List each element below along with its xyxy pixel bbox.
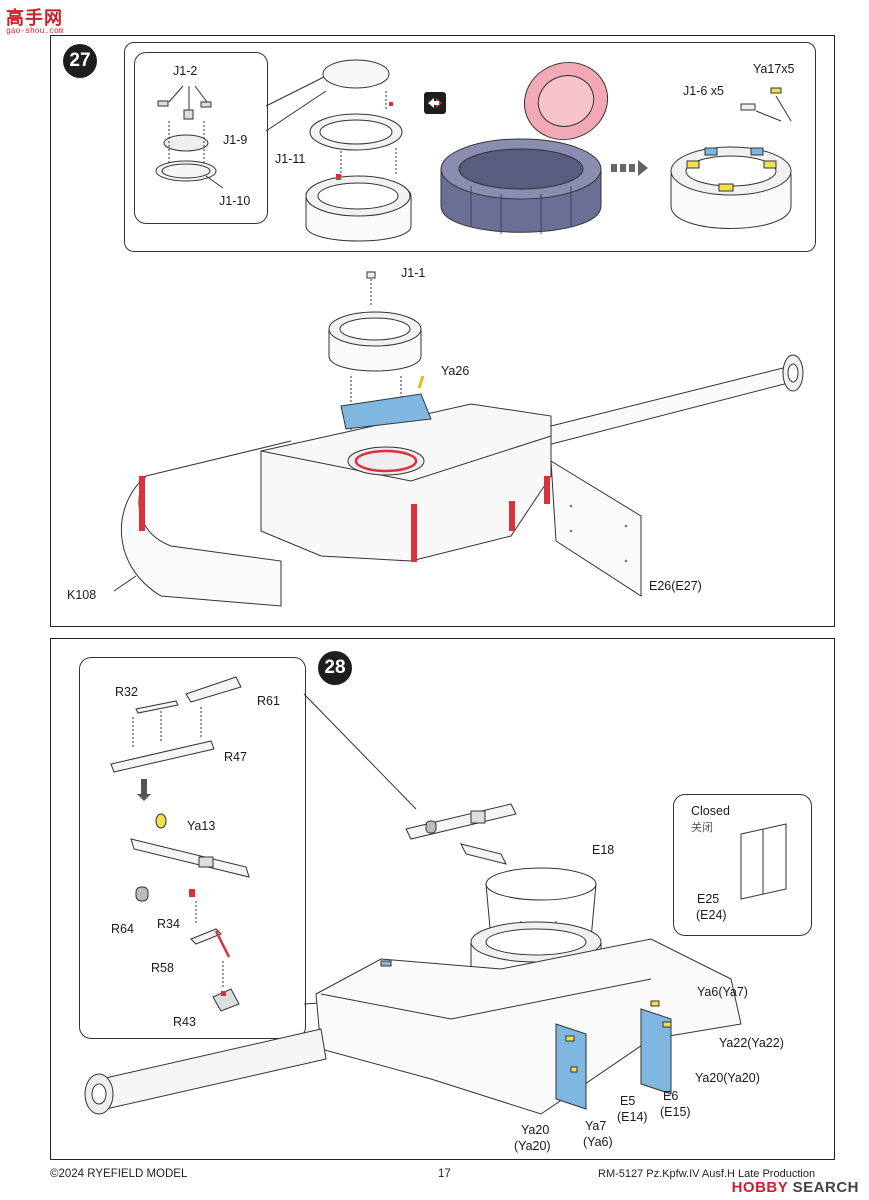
label-e14: (E14)	[617, 1110, 648, 1124]
label-r58: R58	[151, 961, 174, 975]
label-r32: R32	[115, 685, 138, 699]
label-j1-9: J1-9	[223, 133, 248, 147]
label-ya26: Ya26	[441, 364, 470, 378]
watermark-site-name: 高手网	[6, 8, 63, 28]
label-r61: R61	[257, 694, 280, 708]
step-28-panel: 28	[50, 638, 835, 1160]
label-e18: E18	[592, 843, 615, 857]
watermark-site-url: gao-shou.com	[6, 27, 64, 36]
label-ya20-left-paren: (Ya20)	[514, 1139, 551, 1153]
label-ya17x5: Ya17x5	[753, 62, 795, 76]
hobby-logo-part-1: HOBBY	[731, 1179, 788, 1196]
label-r47: R47	[224, 750, 247, 764]
label-j1-6-x5: J1-6 x5	[683, 84, 724, 98]
label-j1-11: J1-11	[275, 152, 306, 166]
label-ya20-left: Ya20	[521, 1123, 550, 1137]
swap-arrow-icon	[424, 92, 446, 114]
label-e5: E5	[620, 1094, 636, 1108]
label-closed: Closed	[691, 804, 730, 818]
watermark-logo: 高手网 gao-shou.com	[6, 4, 64, 36]
footer-product: RM-5127 Pz.Kpfw.IV Ausf.H Late Productio…	[598, 1168, 816, 1180]
step-28-badge: 28	[318, 651, 352, 685]
step-27-badge: 27	[63, 44, 97, 78]
hobby-logo-part-2: SEARCH	[792, 1179, 859, 1196]
label-e15: (E15)	[660, 1105, 691, 1119]
label-e26-e27: E26(E27)	[649, 579, 702, 593]
label-ya6-paren: (Ya6)	[583, 1135, 613, 1149]
hobby-search-logo: HOBBY SEARCH	[732, 1179, 859, 1196]
footer-copyright: ©2024 RYEFIELD MODEL	[50, 1168, 188, 1180]
step-27-drawings	[113, 59, 804, 607]
label-e25: E25	[697, 892, 720, 906]
footer-page-number: 17	[438, 1168, 451, 1180]
label-k108: K108	[67, 588, 97, 602]
step-28-drawings	[84, 676, 787, 1115]
label-ya20-ya20-right: Ya20(Ya20)	[695, 1071, 760, 1085]
label-e24: (E24)	[696, 908, 727, 922]
label-closed-cn: 关闭	[691, 822, 713, 834]
label-r34: R34	[157, 917, 180, 931]
label-ya6-ya7: Ya6(Ya7)	[697, 985, 748, 999]
label-ya22-ya22: Ya22(Ya22)	[719, 1036, 784, 1050]
step-28-mg-detail-box	[79, 657, 306, 1039]
label-r43: R43	[173, 1015, 196, 1029]
label-ya7: Ya7	[585, 1119, 607, 1133]
label-j1-2: J1-2	[173, 64, 198, 78]
label-j1-1: J1-1	[401, 266, 426, 280]
label-r64: R64	[111, 922, 134, 936]
label-j1-10: J1-10	[219, 194, 251, 208]
label-ya13: Ya13	[187, 819, 216, 833]
label-e6: E6	[663, 1089, 679, 1103]
step-27-panel: 27	[50, 35, 835, 627]
